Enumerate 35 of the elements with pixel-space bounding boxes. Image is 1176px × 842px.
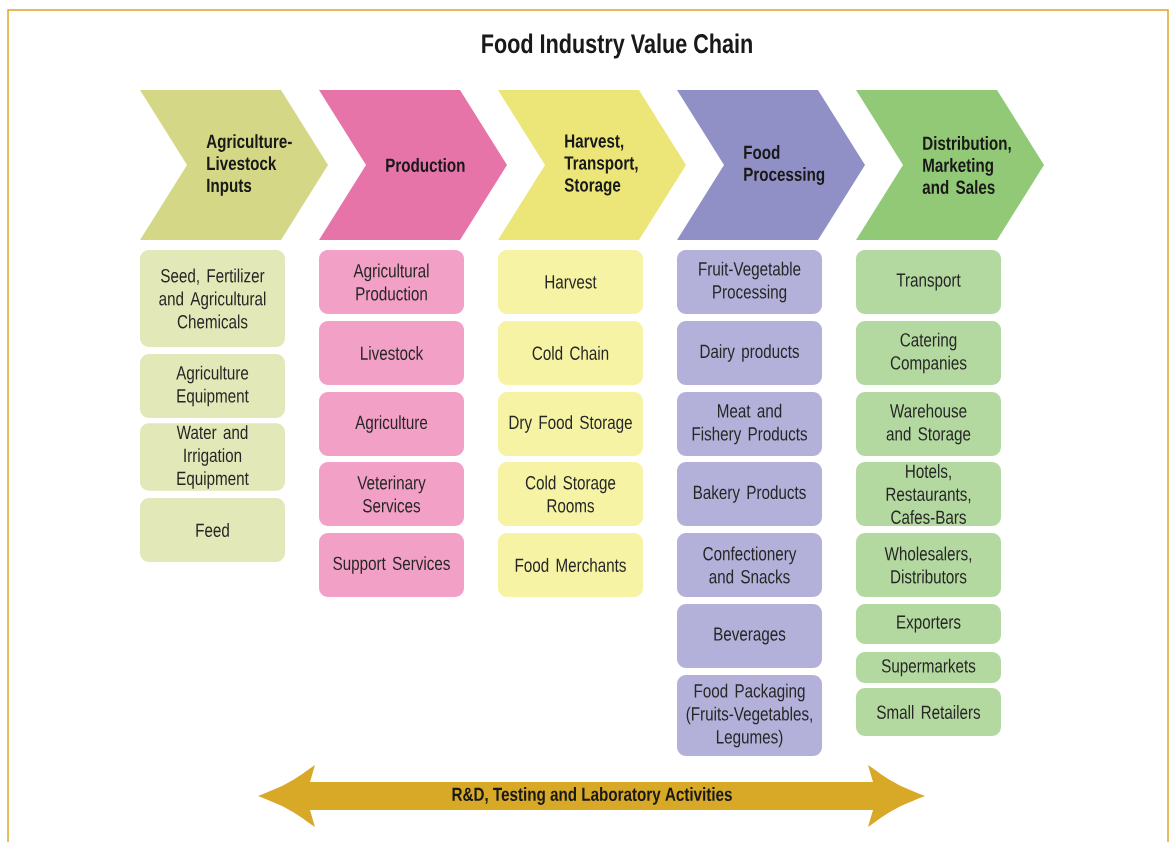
category-box: Wholesalers, Distributors [856,533,1001,597]
category-box: Seed, Fertilizer and Agricultural Chemicals [140,250,285,347]
category-box: Dairy products [677,321,822,385]
category-box: Fruit-Vegetable Processing [677,250,822,314]
category-box: Agriculture Equipment [140,354,285,418]
category-box: Harvest [498,250,643,314]
category-box: Food Packaging (Fruits-Vegetables, Legumes) [677,675,822,756]
category-box: Confectionery and Snacks [677,533,822,597]
stage-banner: Production [319,90,507,240]
stage-banner: Agriculture-Livestock Inputs [140,90,328,240]
category-box: Meat and Fishery Products [677,392,822,456]
category-box: Warehouse and Storage [856,392,1001,456]
category-box: Cold Chain [498,321,643,385]
category-box: Food Merchants [498,533,643,597]
title: Food Industry Value Chain [482,33,752,59]
category-box: Supermarkets [856,652,1001,683]
category-box: Support Services [319,533,464,597]
category-box: Hotels, Restaurants, Cafes-Bars [856,462,1001,526]
category-box: Dry Food Storage [498,392,643,456]
category-box: Transport [856,250,1001,314]
category-box: Feed [140,498,285,562]
category-box: Agricultural Production [319,250,464,314]
stage-banner: Distribution, Marketing and Sales [856,90,1044,240]
stage-banner: Food Processing [677,90,865,240]
category-box: Bakery Products [677,462,822,526]
category-box: Cold Storage Rooms [498,462,643,526]
category-box: Water and Irrigation Equipment [140,423,285,491]
stage-banner: Harvest, Transport, Storage [498,90,686,240]
category-box: Beverages [677,604,822,668]
category-box: Small Retailers [856,688,1001,736]
category-box: Agriculture [319,392,464,456]
category-box: Catering Companies [856,321,1001,385]
category-box: Exporters [856,604,1001,644]
category-box: Livestock [319,321,464,385]
category-box: Veterinary Services [319,462,464,526]
